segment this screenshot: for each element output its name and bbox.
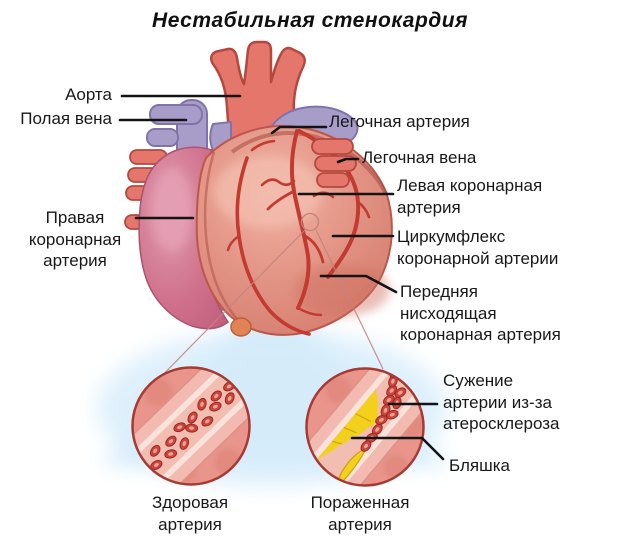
- label-pulmonary-vein: Легочная вена: [362, 148, 477, 167]
- label-vena-cava: Полая вена: [20, 109, 112, 128]
- orange-vessel-stub: [230, 317, 252, 337]
- plaque-segments: [332, 413, 372, 445]
- heart-highlight: [213, 156, 323, 228]
- atrium-highlight: [152, 168, 192, 252]
- healthy-artery-inset: [131, 366, 251, 486]
- diseased-artery-inset: [305, 367, 425, 487]
- healthy-inset-outline: [131, 366, 251, 486]
- label-aorta: Аорта: [65, 85, 112, 104]
- leader-anterior-descending: [319, 274, 398, 294]
- leader-lines: [118, 94, 445, 461]
- label-plaque: Бляшка: [449, 456, 510, 475]
- leader-pulmonary-vein: [336, 157, 360, 164]
- label-right-coronary: Правая коронарная артерия: [28, 208, 122, 270]
- leader-plaque: [350, 436, 445, 461]
- label-left-coronary: Левая коронарная артерия: [397, 176, 543, 217]
- label-anterior-descending: Передняя нисходящая коронарная артерия: [400, 282, 561, 344]
- right-vein-stubs: [311, 138, 357, 188]
- label-pulmonary-artery: Легочная артерия: [329, 112, 470, 131]
- label-healthy-artery: Здоровая артерия: [151, 493, 229, 534]
- atrium-crease: [203, 151, 241, 323]
- magnifier-callout: [142, 212, 384, 396]
- diagram-title: Нестабильная стенокардия: [152, 9, 468, 32]
- heart-illustration: [124, 40, 393, 337]
- diseased-inset-outline: [305, 367, 425, 487]
- magnifier-source-circle: [300, 212, 320, 232]
- leader-pulmonary-artery: [270, 125, 328, 135]
- label-circumflex: Циркумфлекс коронарной артерии: [397, 227, 559, 268]
- label-narrowing: Сужение артерии из-за атеросклероза: [443, 371, 560, 433]
- label-affected-artery: Пораженная артерия: [310, 493, 410, 534]
